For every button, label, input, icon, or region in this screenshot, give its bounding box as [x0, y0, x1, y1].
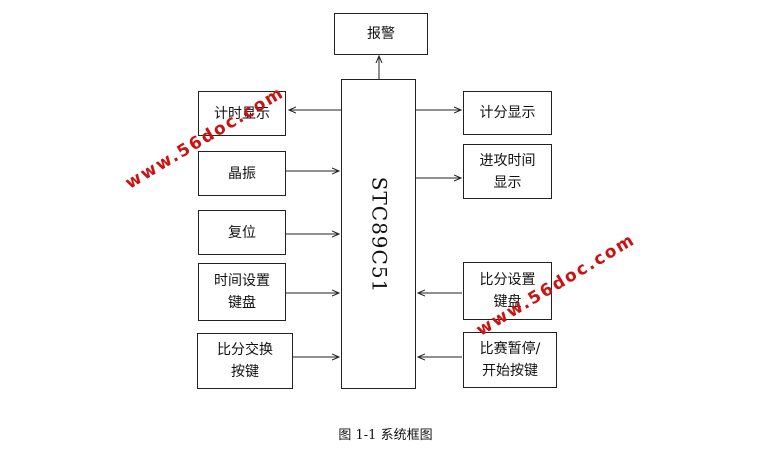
crystal-block: 晶振: [198, 151, 286, 196]
time-keypad-block: 时间设置 键盘: [198, 263, 286, 321]
reset-label: 复位: [228, 224, 256, 241]
timer-display-label: 计时显示: [214, 105, 270, 122]
reset-block: 复位: [198, 210, 286, 255]
mcu-block: [341, 79, 416, 389]
mcu-label-text: STC89C51: [367, 176, 392, 294]
pause-key-label: 比赛暂停/ 开始按键: [479, 341, 541, 379]
figure-caption: 图 1-1 系统框图: [338, 428, 433, 443]
crystal-label: 晶振: [228, 165, 256, 182]
alarm-block: 报警: [334, 13, 428, 55]
timer-display-block: 计时显示: [198, 91, 286, 136]
score-display-block: 计分显示: [463, 91, 552, 135]
mcu-label: STC89C51: [351, 177, 407, 294]
time-keypad-label: 时间设置 键盘: [214, 273, 270, 311]
swap-key-label: 比分交换 按键: [217, 342, 273, 380]
attack-time-display-block: 进攻时间 显示: [463, 144, 552, 199]
attack-time-display-label: 进攻时间 显示: [479, 152, 536, 191]
score-display-label: 计分显示: [479, 105, 536, 121]
pause-key-block: 比赛暂停/ 开始按键: [463, 332, 557, 388]
alarm-label: 报警: [367, 26, 395, 42]
swap-key-block: 比分交换 按键: [197, 333, 293, 389]
score-keypad-block: 比分设置 键盘: [463, 262, 552, 320]
score-keypad-label: 比分设置 键盘: [479, 272, 536, 310]
